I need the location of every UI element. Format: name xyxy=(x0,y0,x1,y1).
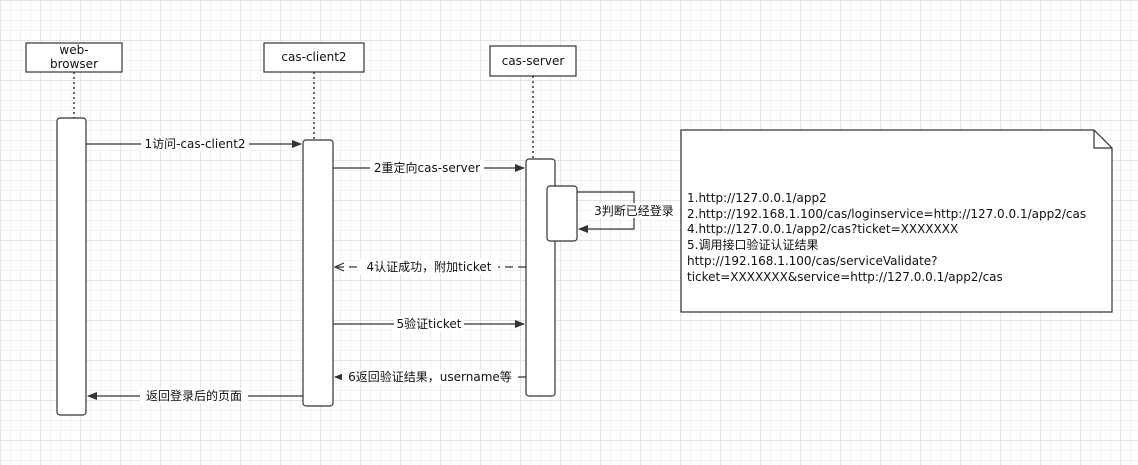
note-line-4: 5.调用接口验证认证结果 xyxy=(687,237,818,252)
message-3: 3判断已经登录 xyxy=(577,191,678,233)
message-4-label: 4认证成功，附加ticket xyxy=(367,260,492,274)
participant-web-browser[interactable]: web- browser xyxy=(25,42,123,73)
participant-cas-client2[interactable]: cas-client2 xyxy=(263,42,365,73)
activation-server-self xyxy=(546,185,578,242)
message-5: 5验证ticket xyxy=(333,316,525,331)
participant-cas-server[interactable]: cas-server xyxy=(489,45,577,77)
message-7-label: 返回登录后的页面 xyxy=(146,388,242,403)
message-1-label: 1访问-cas-client2 xyxy=(144,137,245,151)
message-2-label: 2重定向cas-server xyxy=(374,160,480,175)
participant-cas-server-label: cas-server xyxy=(502,54,565,68)
message-3-label: 3判断已经登录 xyxy=(594,203,674,218)
participant-web-browser-line1: web- xyxy=(59,43,88,57)
message-6: 6返回验证结果，username等 xyxy=(334,369,526,384)
participant-web-browser-line2: browser xyxy=(50,57,98,71)
note-line-5: http://192.168.1.100/cas/serviceValidate… xyxy=(687,254,938,268)
note-box: 1.http://127.0.0.1/app2 2.http://192.168… xyxy=(680,129,1113,313)
message-2: 2重定向cas-server xyxy=(333,160,525,175)
message-1: 1访问-cas-client2 xyxy=(86,136,302,151)
note-line-1: 1.http://127.0.0.1/app2 xyxy=(687,191,827,205)
message-5-label: 5验证ticket xyxy=(397,316,462,331)
note-line-3: 4.http://127.0.0.1/app2/cas?ticket=XXXXX… xyxy=(687,222,958,236)
activation-client xyxy=(302,139,334,407)
note-line-6: ticket=XXXXXXX&service=http://127.0.0.1/… xyxy=(687,270,1003,284)
message-7: 返回登录后的页面 xyxy=(87,388,303,403)
activation-browser xyxy=(56,117,87,416)
note-line-2: 2.http://192.168.1.100/cas/loginservice=… xyxy=(687,207,1086,221)
participant-cas-client2-label: cas-client2 xyxy=(281,50,346,64)
message-4: 4认证成功，附加ticket xyxy=(335,259,526,274)
message-6-label: 6返回验证结果，username等 xyxy=(348,369,512,384)
